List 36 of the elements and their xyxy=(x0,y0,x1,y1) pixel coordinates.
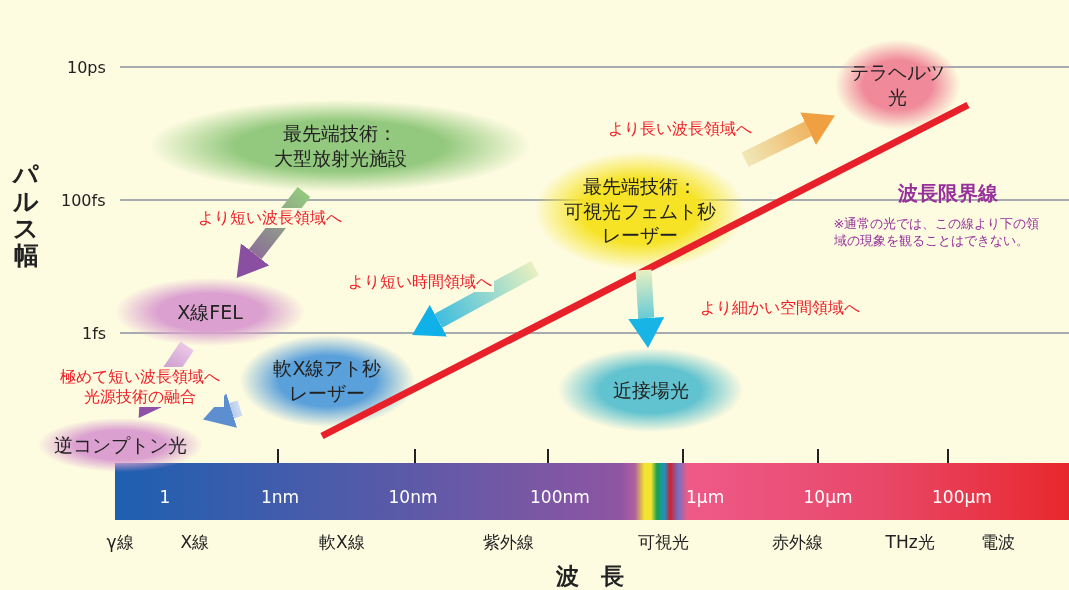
node-label: 逆コンプトン光 xyxy=(54,432,187,458)
band-label: X線 xyxy=(180,530,210,554)
band-label: THz光 xyxy=(885,530,935,554)
node-label: 大型放射光施設 xyxy=(273,146,407,171)
node-label: テラヘルツ光 xyxy=(849,60,946,110)
node-label: 可視光フェムト秒レーザー xyxy=(563,198,717,249)
band-label: 紫外線 xyxy=(482,530,534,554)
wavelength-label: 10nm xyxy=(388,487,438,507)
arrow xyxy=(628,269,665,348)
wavelength-label: 100μm xyxy=(932,487,992,507)
wavelength-label: 10μm xyxy=(803,487,853,507)
axis-tick-label: 100fs xyxy=(61,190,106,210)
node-label: 近接場光 xyxy=(612,377,689,403)
note-text: ※通常の光では、この線より下の領域の現象を観ることはできない。 xyxy=(833,214,1041,250)
axis-title: 波 長 xyxy=(556,561,624,590)
axis-tick-label: 1fs xyxy=(82,323,107,343)
band-label: γ線 xyxy=(106,530,134,554)
wavelength-label: 1 xyxy=(159,487,171,507)
band-label: 赤外線 xyxy=(771,530,823,554)
arrow xyxy=(741,112,835,167)
wavelength-label: 1nm xyxy=(261,487,300,507)
arrow xyxy=(412,261,539,337)
band-label: 軟X線 xyxy=(319,530,365,554)
axis-tick-label: 10ps xyxy=(67,57,106,77)
wavelength-label: 100nm xyxy=(530,487,590,507)
line-caption: 波長限界線 xyxy=(898,179,998,207)
arrow xyxy=(203,393,243,428)
arrow xyxy=(236,187,311,278)
band-label: 可視光 xyxy=(637,530,689,554)
node-label: 最先端技術： xyxy=(582,173,698,199)
wavelength-label: 1μm xyxy=(686,487,725,507)
node-label: X線FEL xyxy=(177,299,243,325)
node-label: 最先端技術： xyxy=(283,121,397,146)
band-label: 電波 xyxy=(981,530,1015,554)
node-label: 軟X線アト秒レーザー xyxy=(272,356,383,406)
axis-title: パルス幅 xyxy=(13,161,40,269)
